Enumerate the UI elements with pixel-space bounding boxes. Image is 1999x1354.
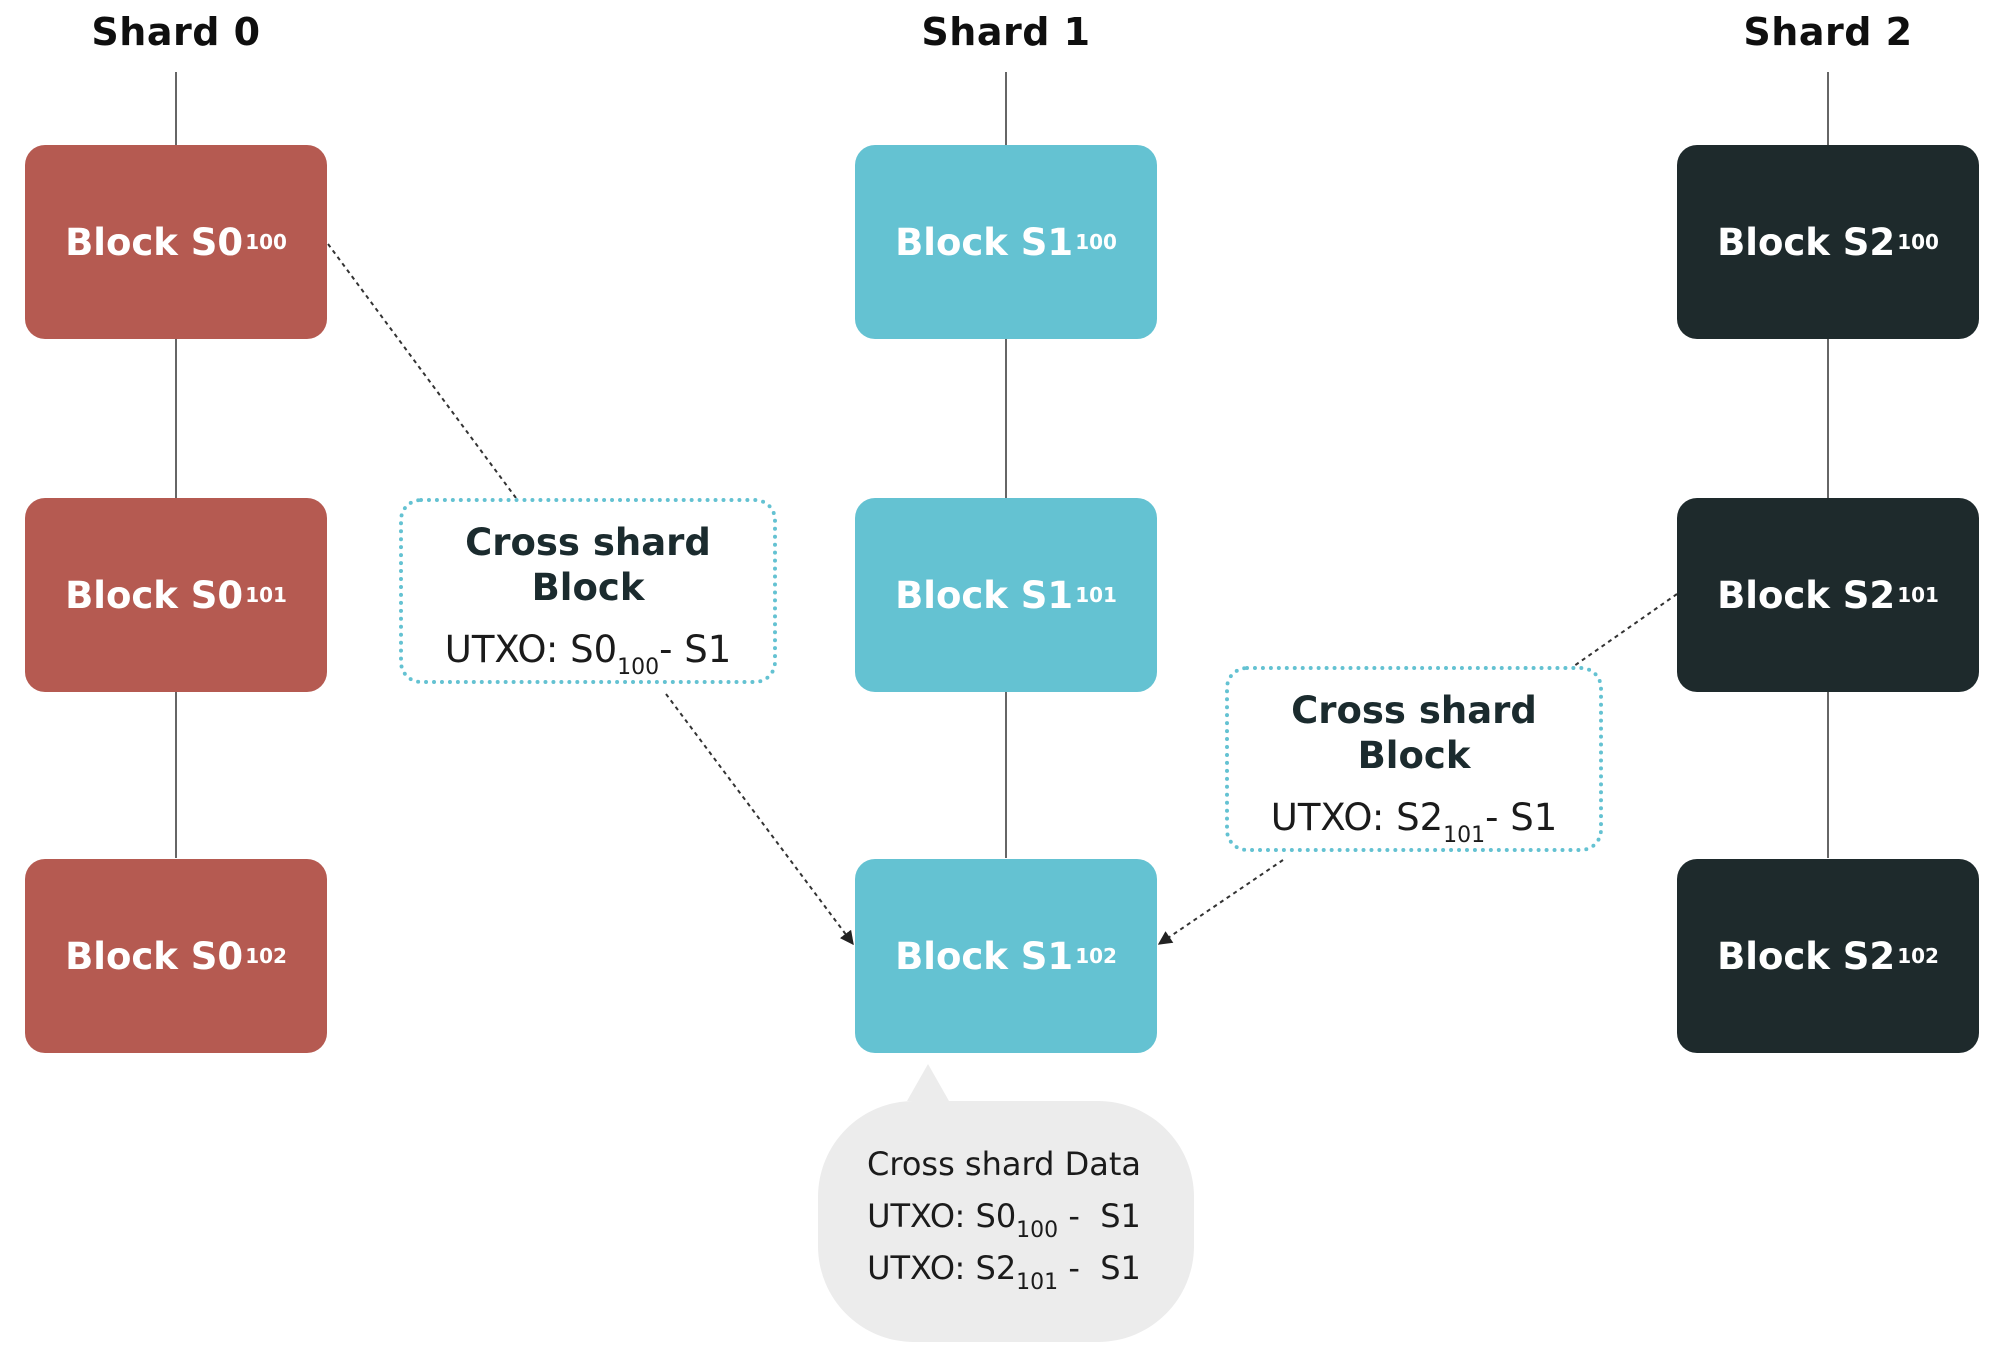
utxo-prefix: UTXO: S0	[444, 628, 618, 671]
block-label: Block S2	[1717, 573, 1896, 617]
cross-shard-data: Cross shard Data UTXO: S0100 - S1 UTXO: …	[818, 1138, 1190, 1294]
block-label: Block S1	[895, 934, 1074, 978]
cross-block-title: Cross shard Block	[1291, 689, 1537, 777]
utxo-suffix: - S1	[1485, 796, 1558, 839]
link-s2-101-to-cross-b	[1573, 593, 1678, 667]
utxo-index: 101	[1443, 823, 1486, 848]
utxo-suffix: - S1	[659, 628, 732, 671]
shard-1-title: Shard 1	[921, 10, 1091, 54]
cross-block-utxo: UTXO: S0100- S1	[403, 628, 773, 679]
utxo-index: 100	[1016, 1218, 1059, 1243]
cross-shard-block-s2: Cross shard Block UTXO: S2101- S1	[1225, 666, 1603, 852]
shard-2-title: Shard 2	[1743, 10, 1913, 54]
block-label: Block S1	[895, 220, 1074, 264]
cross-shard-block-s0: Cross shard Block UTXO: S0100- S1	[399, 498, 777, 684]
block-label: Block S0	[65, 934, 244, 978]
cross-shard-data-line-2: UTXO: S2101 - S1	[818, 1242, 1190, 1294]
cross-block-utxo: UTXO: S2101- S1	[1229, 796, 1599, 847]
link-cross-b-to-s1-102	[1157, 859, 1284, 945]
utxo-suffix: - S1	[1058, 1249, 1141, 1287]
cross-block-title: Cross shard Block	[465, 521, 711, 609]
cross-shard-data-bubble	[818, 1064, 1194, 1342]
link-s0-100-to-cross-a	[327, 243, 517, 499]
block-label: Block S2	[1717, 220, 1896, 264]
block-label: Block S0	[65, 220, 244, 264]
link-cross-a-to-s1-102	[665, 693, 854, 946]
shard-0-title: Shard 0	[91, 10, 261, 54]
utxo-index: 100	[617, 655, 660, 680]
block-label: Block S1	[895, 573, 1074, 617]
cross-shard-data-title: Cross shard Data	[867, 1145, 1141, 1183]
utxo-index: 101	[1016, 1270, 1059, 1295]
cross-shard-data-line-1: UTXO: S0100 - S1	[818, 1190, 1190, 1242]
utxo-prefix: UTXO: S0	[867, 1197, 1017, 1235]
block-label: Block S0	[65, 573, 244, 617]
utxo-suffix: - S1	[1058, 1197, 1141, 1235]
block-label: Block S2	[1717, 934, 1896, 978]
utxo-prefix: UTXO: S2	[867, 1249, 1017, 1287]
utxo-prefix: UTXO: S2	[1270, 796, 1444, 839]
